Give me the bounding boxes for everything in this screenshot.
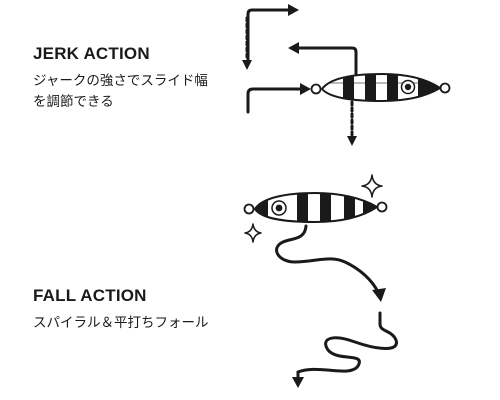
- fall-path-arrow: [275, 224, 398, 388]
- lure-front-eyelet-icon: [243, 203, 255, 215]
- lure-rear-eyelet-icon: [376, 201, 388, 213]
- jerk-lure-icon: [310, 72, 451, 103]
- jerk-arrow-left: [288, 42, 358, 82]
- fall-action-description: スパイラル＆平打ちフォール: [33, 313, 209, 334]
- fall-action-title: FALL ACTION: [33, 286, 147, 305]
- fall-lure-icon: [243, 191, 388, 224]
- lure-rear-eyelet-icon: [439, 82, 451, 94]
- jerk-action-description-line-1: ジャークの強さでスライド幅: [33, 73, 208, 89]
- jerk-arrow-dashed-below: [347, 100, 357, 146]
- jerk-arrow-into-lure: [246, 83, 311, 114]
- jerk-action-description-line-2: を調節できる: [33, 94, 114, 110]
- lure-front-eyelet-icon: [310, 83, 322, 95]
- fall-action-description-line-1: スパイラル＆平打ちフォール: [33, 315, 209, 331]
- sparkle-icon: [244, 223, 262, 243]
- jerk-arrow-top: [246, 4, 299, 66]
- jerk-action-title: JERK ACTION: [33, 44, 150, 63]
- jerk-arrow-dashed-down: [242, 16, 252, 70]
- sparkle-icon: [361, 174, 383, 198]
- jerk-action-description: ジャークの強さでスライド幅 を調節できる: [33, 71, 208, 113]
